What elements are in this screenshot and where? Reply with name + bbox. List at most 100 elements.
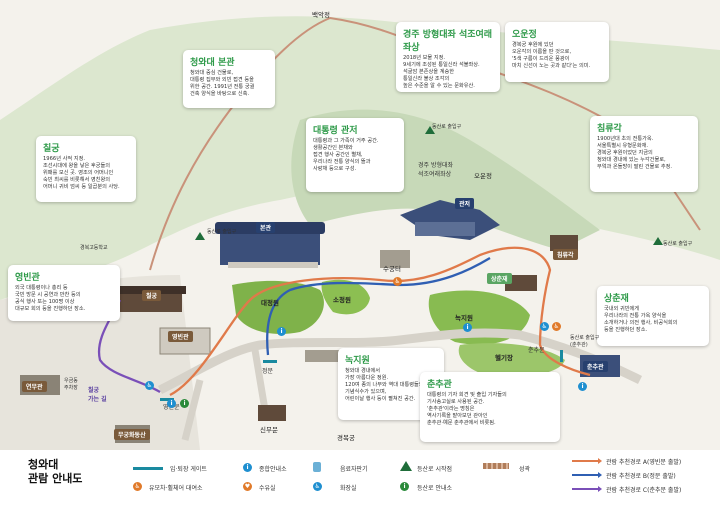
info-card-chunchugwan: 춘추관 대통령의 기자 회견 및 출입 기자들의 기사송고실로 사용된 공간. … bbox=[420, 372, 560, 442]
legend-trailhead: 등산로 시작점 bbox=[417, 466, 453, 473]
map-tag-yeonmugwan[interactable]: 연무관 bbox=[22, 381, 47, 392]
route-c-swatch bbox=[572, 486, 602, 492]
toilet-icon[interactable]: ♿ bbox=[145, 381, 154, 390]
sangchunjae-building bbox=[505, 275, 537, 291]
legend-info: 종합안내소 bbox=[259, 466, 287, 473]
trail-info-icon[interactable]: i bbox=[180, 399, 189, 408]
map-tag-gwanjeo[interactable]: 관저 bbox=[455, 198, 475, 209]
legend-route-a: 관람 추천경로 A(영빈문 출발) bbox=[606, 459, 682, 466]
sugungteo-building bbox=[380, 250, 410, 268]
map-label-daejeongwon: 대정원 bbox=[261, 299, 279, 307]
card-title: 경주 방형대좌 석조여래좌상 bbox=[403, 30, 493, 53]
info-card-yeongbingwan: 영빈관 외국 대통령이나 총리 등 국빈 방문 시 공연과 만찬 등의 공식 행… bbox=[8, 265, 120, 321]
trail-info-icon: i bbox=[400, 482, 409, 491]
card-body: 청와대 중심 건물로, 대통령 집무와 외빈 접견 등을 위한 공간. 1991… bbox=[190, 70, 255, 97]
info-card-gwanjeo: 대통령 관저 대통령과 그 가족이 거주 공간. 생활공간인 본채와 접견 행사… bbox=[306, 118, 404, 192]
route-a-path bbox=[169, 246, 591, 397]
card-title: 오운정 bbox=[512, 30, 537, 40]
map-tag-sangchunjae[interactable]: 상춘재 bbox=[487, 273, 512, 284]
chimnyugak-building bbox=[550, 235, 578, 251]
card-title: 대통령 관저 bbox=[313, 126, 358, 136]
peak-label-baegakjeong: 백악정 bbox=[312, 11, 330, 19]
card-body: 대통령의 기자 회견 및 출입 기자들의 기사송고실로 사용된 공간. '춘추관… bbox=[427, 392, 507, 426]
legend-water: 수유실 bbox=[259, 485, 276, 492]
card-body: 국내외 귀빈에게 우리나라의 전통 가옥 양식을 소개하거나 의전 행사, 비공… bbox=[604, 306, 678, 333]
legend-title-line1: 청와대 bbox=[28, 458, 59, 471]
info-icon[interactable]: i bbox=[167, 399, 176, 408]
map-label-entrance-top: 동산로 출입구 bbox=[432, 124, 462, 130]
info-card-sangchunjae: 상춘재 국내외 귀빈에게 우리나라의 전통 가옥 양식을 소개하거나 의전 행사… bbox=[597, 286, 709, 346]
stroller-icon[interactable]: ♿ bbox=[393, 277, 402, 286]
map-label-heligwang: 헬기장 bbox=[495, 354, 513, 362]
route-b-path bbox=[266, 257, 491, 356]
map-label-parking: 우금동 주차장 bbox=[64, 378, 78, 391]
legend-wall: 성곽 bbox=[519, 466, 531, 473]
info-icon[interactable]: i bbox=[578, 382, 587, 391]
legend-route-b: 관람 추천경로 B(정문 출발) bbox=[606, 473, 676, 480]
gate-chunchumun-marker bbox=[560, 350, 563, 362]
map-label-sojeongwon: 소정원 bbox=[333, 296, 351, 304]
info-card-oounjeong: 오운정 경복궁 후원에 있던 오운각의 이름을 딴 것으로, '5색 구름이 드… bbox=[505, 22, 609, 82]
legend-stroller: 유모차·휠체어 대여소 bbox=[149, 485, 203, 492]
water-icon: ♥ bbox=[243, 482, 252, 491]
map-tag-yeongbingwan[interactable]: 영빈관 bbox=[168, 331, 193, 342]
info-icon: i bbox=[243, 463, 252, 472]
card-body: 외국 대통령이나 총리 등 국빈 방문 시 공연과 만찬 등의 공식 행사 또는… bbox=[15, 285, 86, 312]
card-body: 2018년 보물 지정. 9세기에 조성된 통일신라 석불좌상. 석굴암 본존상… bbox=[403, 55, 480, 89]
legend-route-c: 관람 추천경로 C(춘추문 출발) bbox=[606, 487, 682, 494]
sojeongwon-lawn bbox=[321, 279, 370, 315]
legend-title: 청와대 관람 안내도 bbox=[28, 458, 82, 486]
map-label-sinmumun: 신무문 bbox=[260, 426, 278, 434]
card-body: 1966년 사적 지정. 조선시대에 왕을 낳은 후궁들의 위패를 모신 곳. … bbox=[43, 156, 120, 190]
card-body: 청와대 경내에서 가장 아름다운 정원. 120여 종의 나무와 역대 대통령들… bbox=[345, 368, 424, 402]
sinmumun-building bbox=[258, 405, 286, 421]
card-title: 칠궁 bbox=[43, 144, 60, 154]
gate-swatch bbox=[133, 467, 163, 470]
card-title: 침류각 bbox=[597, 124, 622, 134]
map-label-entrance-left: 동산로 출입구 bbox=[207, 229, 237, 235]
info-icon[interactable]: i bbox=[463, 323, 472, 332]
map-label-chunchumun-entrance: 동산로 출입구 (춘추관) bbox=[570, 335, 600, 348]
map-label-chunchumun: 춘추문 bbox=[528, 347, 545, 354]
wall-swatch bbox=[483, 463, 509, 469]
map-label-sugungteo: 수궁터 bbox=[383, 265, 401, 273]
card-title: 춘추관 bbox=[427, 380, 452, 390]
daejeongwon-lawn bbox=[232, 280, 324, 335]
side-road bbox=[181, 349, 269, 441]
info-icon[interactable]: i bbox=[277, 327, 286, 336]
info-card-bicheonsang: 경주 방형대좌 석조여래좌상 2018년 보물 지정. 9세기에 조성된 통일신… bbox=[396, 22, 500, 92]
card-body: 경복궁 후원에 있던 오운각의 이름을 딴 것으로, '5색 구름이 드리운 풍… bbox=[512, 42, 591, 69]
info-card-bonkwan: 청와대 본관 청와대 중심 건물로, 대통령 집무와 외빈 접견 등을 위한 공… bbox=[183, 50, 275, 108]
trailhead-icon bbox=[400, 461, 412, 471]
legend-vending: 음료자판기 bbox=[340, 466, 368, 473]
map-label-bicheonsang: 경주 방형대좌 석조여래좌상 bbox=[418, 162, 454, 178]
toilet-icon[interactable]: ♿ bbox=[540, 322, 549, 331]
stroller-icon[interactable]: ♿ bbox=[552, 322, 561, 331]
toilet-icon: ♿ bbox=[313, 482, 322, 491]
map-label-oounjeong: 오운정 bbox=[474, 172, 492, 180]
heli-lawn bbox=[458, 343, 565, 377]
map-tag-chunchugwan[interactable]: 춘추관 bbox=[583, 361, 608, 372]
card-body: 1900년대 초의 전통가옥. 서울특별시 유형문화재. 경복궁 후원이었던 지… bbox=[597, 136, 673, 170]
gate-jeongmun-marker bbox=[263, 360, 277, 363]
map-tag-muhoengwan[interactable]: 무궁화동산 bbox=[114, 429, 150, 440]
route-a-swatch bbox=[572, 458, 602, 464]
trailhead-icon bbox=[425, 126, 435, 134]
map-tag-chilgung[interactable]: 칠궁 bbox=[142, 290, 162, 301]
card-body: 대통령과 그 가족이 거주 공간. 생활공간인 본채와 접견 행사 공간인 별채… bbox=[313, 138, 379, 172]
legend-panel: 청와대 관람 안내도 입·퇴장 게이트 i 종합안내소 음료자판기 등산로 시작… bbox=[0, 450, 720, 509]
map-tag-bonkwan[interactable]: 본관 bbox=[256, 222, 276, 233]
trailhead-icon bbox=[653, 237, 663, 245]
info-card-chilgung: 칠궁 1966년 사적 지정. 조선시대에 왕을 낳은 후궁들의 위패를 모신 … bbox=[36, 136, 136, 202]
map-label-entrance-right: 동산로 출입구 bbox=[663, 241, 693, 247]
vending-icon bbox=[313, 462, 321, 472]
map-tag-chimnyugak[interactable]: 침류각 bbox=[553, 249, 578, 260]
stroller-icon: ♿ bbox=[133, 482, 142, 491]
map-label-chilgung-path: 칠궁 가는 길 bbox=[88, 387, 107, 403]
card-title: 영빈관 bbox=[15, 273, 40, 283]
card-title: 청와대 본관 bbox=[190, 58, 235, 68]
map-label-nokjiwon: 녹지원 bbox=[455, 314, 473, 322]
route-b-swatch bbox=[572, 472, 602, 478]
card-title: 녹지원 bbox=[345, 356, 370, 366]
